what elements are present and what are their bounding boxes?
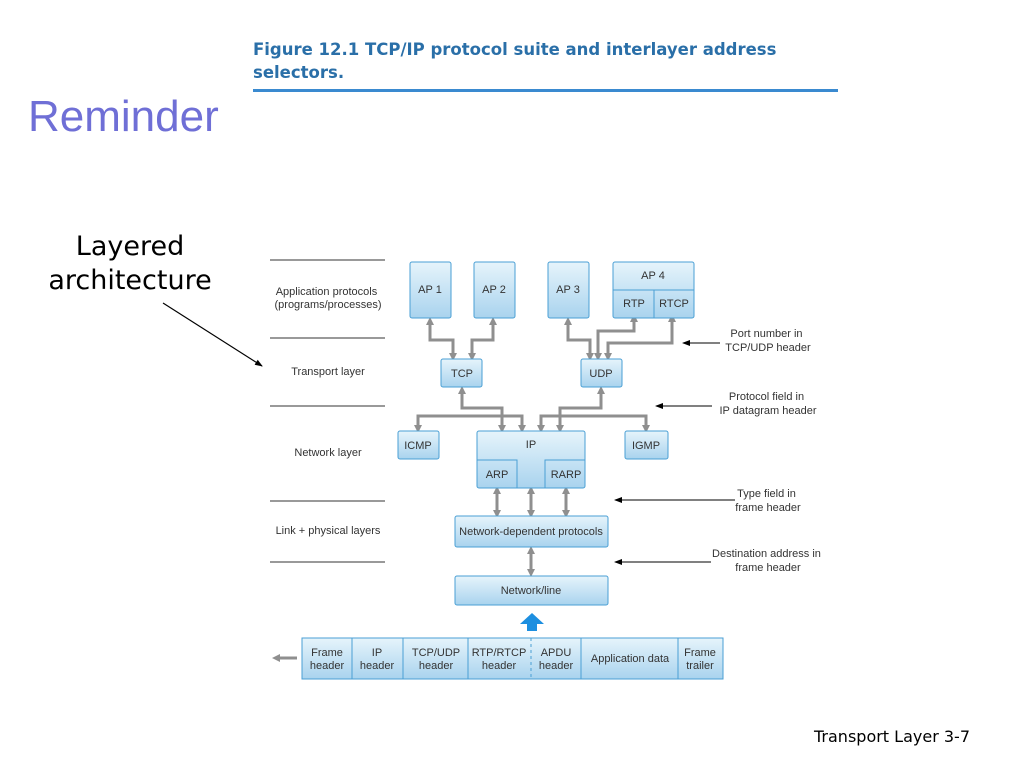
upload-arrow-icon <box>520 613 544 631</box>
footer-label: Transport Layer 3-7 <box>814 727 970 746</box>
network-layer-label: Network layer <box>294 447 362 459</box>
udp-box <box>580 358 623 388</box>
network-dependent-label: Network-dependent protocols <box>459 526 603 538</box>
figure-caption: Figure 12.1 TCP/IP protocol suite and in… <box>253 40 777 82</box>
application-layer-label: Application protocols (programs/processe… <box>275 286 382 311</box>
rarp-label: RARP <box>551 469 582 481</box>
side-label-line1: Layered <box>75 231 185 262</box>
arp-label: ARP <box>486 469 509 481</box>
side-label-pointer <box>162 302 263 367</box>
ap2-box <box>473 261 516 319</box>
network-dependent-box <box>454 515 609 548</box>
ap1-box <box>409 261 452 319</box>
slide-title: Reminder <box>28 92 219 141</box>
ip-inner-divider-right <box>544 459 585 488</box>
ap4-label: AP 4 <box>641 270 665 282</box>
frame-row <box>301 637 724 680</box>
ip-inner-divider <box>477 459 518 488</box>
ap3-box <box>547 261 590 319</box>
tcp-box <box>440 358 483 388</box>
udp-label: UDP <box>589 368 612 380</box>
link-layer-label: Link + physical layers <box>276 525 381 537</box>
caption-rule <box>253 89 838 92</box>
rtcp-label: RTCP <box>659 298 689 310</box>
igmp-label: IGMP <box>632 440 660 452</box>
ap3-label: AP 3 <box>556 284 580 296</box>
network-line-label: Network/line <box>501 585 562 597</box>
network-line-box <box>454 575 609 606</box>
connector-arrows <box>272 314 676 662</box>
side-label-line2: architecture <box>48 265 212 296</box>
ap1-label: AP 1 <box>418 284 442 296</box>
layer-dividers <box>270 259 385 563</box>
layered-architecture-label: Layered architecture <box>30 230 230 298</box>
protocol-annotation: Protocol field in IP datagram header <box>719 391 816 417</box>
port-annotation: Port number in TCP/UDP header <box>725 328 811 354</box>
dest-annotation: Destination address in frame header <box>712 548 824 574</box>
igmp-box <box>624 430 669 460</box>
icmp-box <box>397 430 440 460</box>
ap2-label: AP 2 <box>482 284 506 296</box>
ip-label: IP <box>526 439 536 451</box>
transport-layer-label: Transport layer <box>291 366 365 378</box>
frame-cell-label: Application data <box>591 653 670 665</box>
tcp-label: TCP <box>451 368 473 380</box>
rtp-label: RTP <box>623 298 645 310</box>
type-annotation: Type field in frame header <box>735 488 801 514</box>
icmp-label: ICMP <box>404 440 432 452</box>
annotation-arrows <box>614 340 735 565</box>
